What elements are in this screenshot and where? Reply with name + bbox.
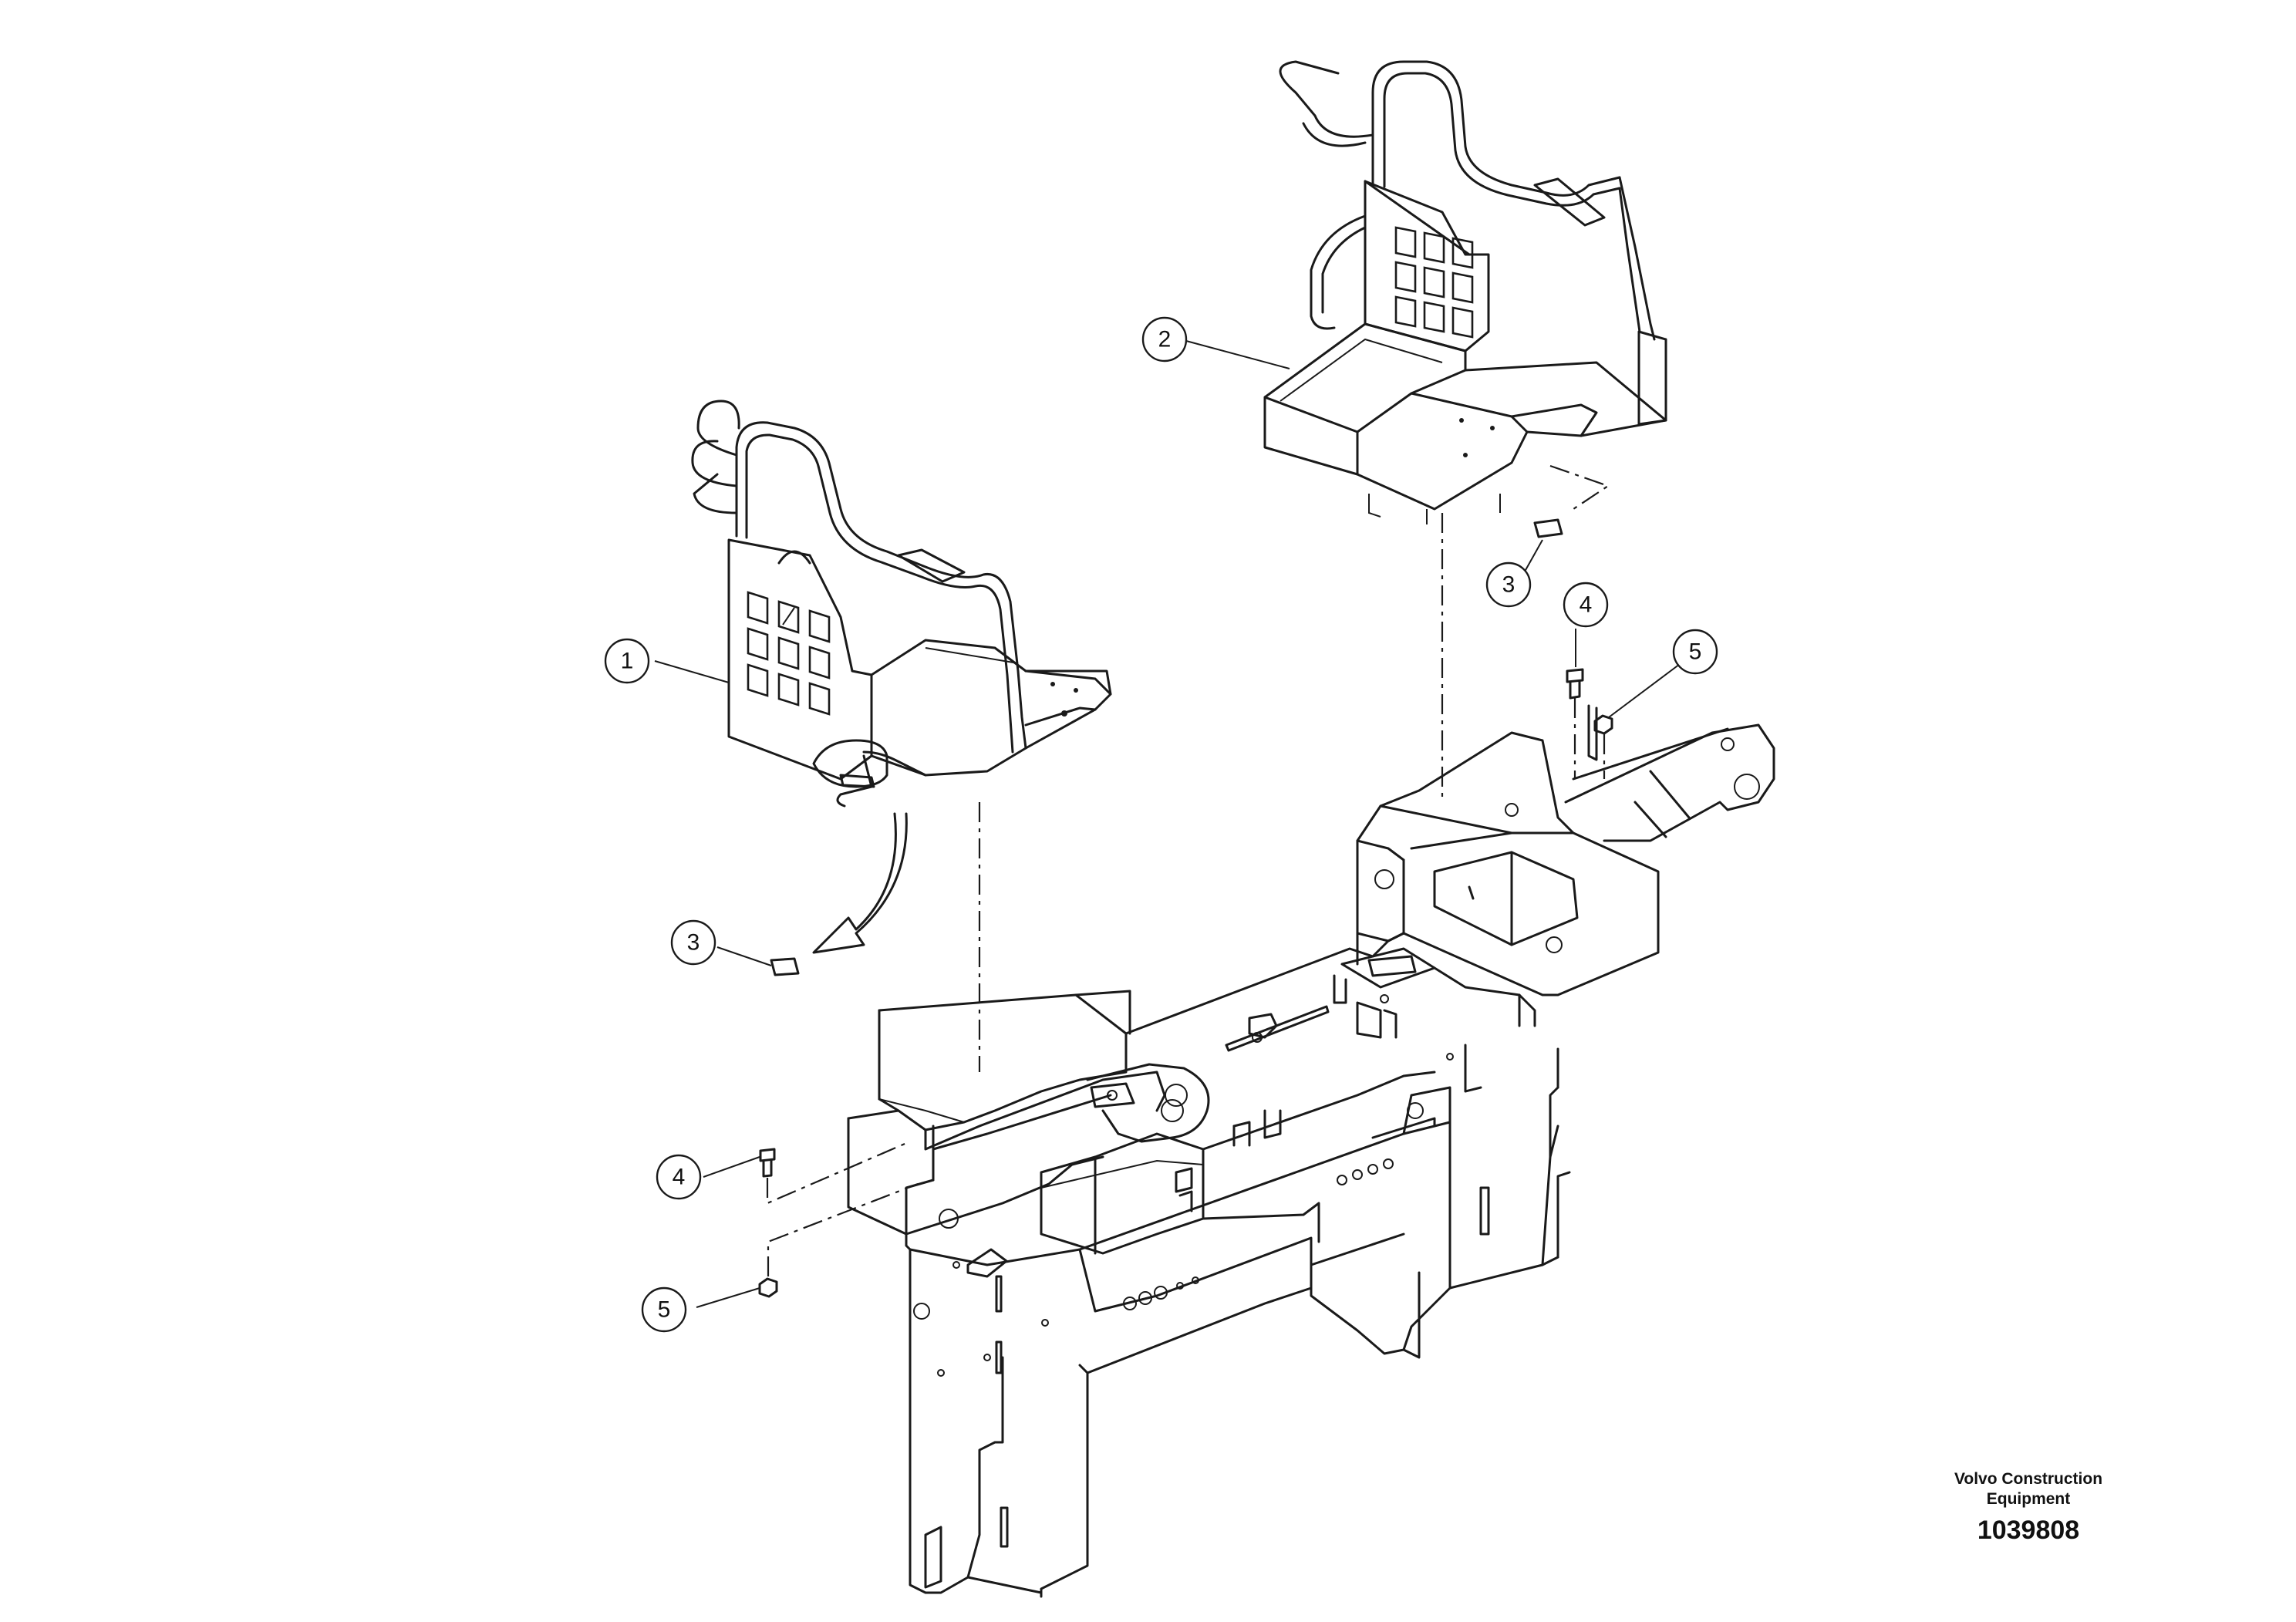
callout-1-label: 1 — [621, 649, 634, 674]
seat-1-illustration — [691, 400, 1112, 808]
callout-1: 1 — [604, 638, 650, 684]
drawing-number: 1039808 — [1977, 1516, 2080, 1545]
frame-illustration — [847, 704, 1775, 1598]
decal-3-left — [770, 957, 800, 976]
decal-3-top — [1533, 518, 1563, 538]
callout-5-top: 5 — [1672, 629, 1718, 675]
callout-5-bottom-label: 5 — [658, 1297, 671, 1323]
nut-5-bottom — [758, 1277, 778, 1298]
nut-5-top — [1593, 714, 1613, 735]
callout-5-top-label: 5 — [1689, 639, 1702, 665]
manufacturer-name-line-2: Equipment — [1986, 1490, 2071, 1508]
callout-4-bottom-label: 4 — [673, 1165, 686, 1190]
callout-5-bottom: 5 — [641, 1286, 687, 1333]
callout-4-bottom: 4 — [656, 1154, 702, 1200]
bolt-4-top — [1566, 668, 1584, 700]
callout-2-label: 2 — [1158, 327, 1172, 352]
callout-4-top-label: 4 — [1580, 592, 1593, 618]
seat-2-illustration — [1263, 60, 1667, 524]
assembly-lines — [766, 464, 1610, 1276]
callout-3-left: 3 — [670, 919, 716, 966]
callout-4-top: 4 — [1563, 582, 1609, 628]
callout-2: 2 — [1141, 316, 1188, 363]
decal-location-arrow — [812, 812, 908, 954]
callout-3-top-label: 3 — [1502, 572, 1515, 598]
title-block: Volvo Construction Equipment 1039808 — [1905, 1469, 2152, 1546]
bolt-4-bottom — [759, 1148, 776, 1178]
seat-1-vent-grid — [747, 591, 831, 716]
callout-3-top: 3 — [1485, 561, 1532, 608]
callout-3-left-label: 3 — [687, 930, 700, 956]
seat-2-vent-grid — [1394, 226, 1474, 339]
manufacturer-name-line-1: Volvo Construction — [1954, 1470, 2103, 1488]
